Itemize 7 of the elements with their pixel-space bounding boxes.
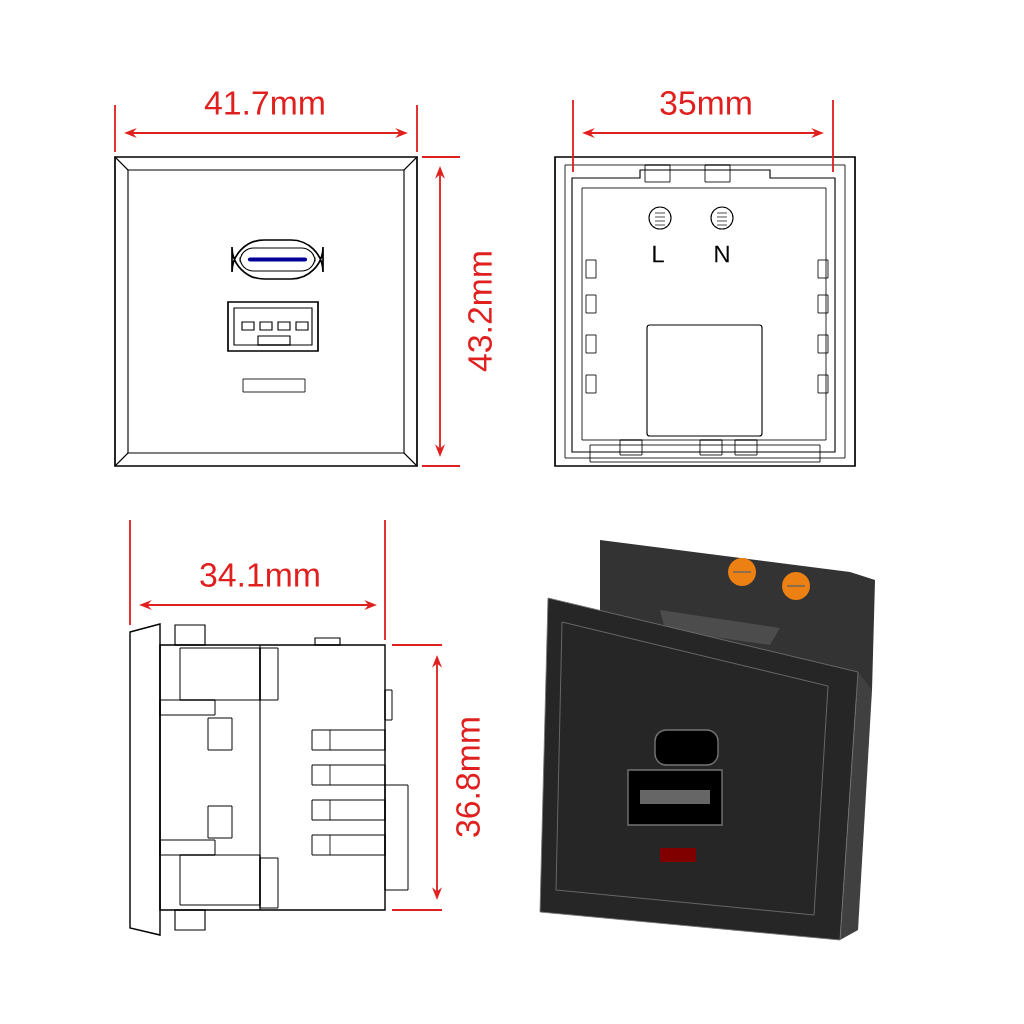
- terminal-label: L: [653, 245, 664, 263]
- dimension-label: 41.7mm: [204, 91, 324, 115]
- dimension-label: 36.8mm: [456, 718, 480, 837]
- dimension-label: 34.1mm: [200, 563, 319, 587]
- dimension-label: 35mm: [660, 91, 751, 115]
- terminal-label: N: [715, 245, 729, 263]
- dimension-label: 43.2mm: [468, 252, 492, 372]
